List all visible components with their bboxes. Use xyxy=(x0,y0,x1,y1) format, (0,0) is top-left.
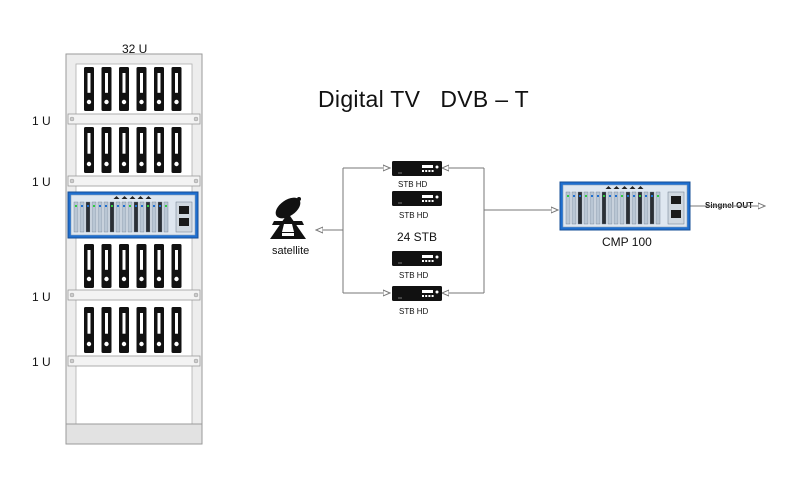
stb-module xyxy=(101,244,112,288)
stb-module xyxy=(84,307,94,353)
stb-module xyxy=(136,244,147,288)
stb-module xyxy=(84,67,94,111)
stb-module xyxy=(171,307,182,353)
stb-module xyxy=(84,127,94,173)
stb-module-row xyxy=(84,67,182,111)
stb-label: STB HD xyxy=(399,211,429,220)
stb-label: STB HD xyxy=(399,307,429,316)
stb-box-icon xyxy=(392,191,442,206)
rack-capacity-label: 32 U xyxy=(122,42,148,56)
stb-module xyxy=(171,67,182,111)
equipment-rack xyxy=(65,53,203,445)
stb-module xyxy=(101,307,112,353)
stb-module xyxy=(84,244,94,288)
stb-label: STB HD xyxy=(398,180,428,189)
stb-module-row xyxy=(84,244,182,288)
stb-group xyxy=(392,161,442,301)
stb-box-icon xyxy=(392,161,442,176)
stb-module xyxy=(119,67,129,111)
stb-module xyxy=(136,307,147,353)
stb-module xyxy=(101,127,112,173)
stb-module xyxy=(136,127,147,173)
satellite-dish-icon xyxy=(270,197,306,239)
rack-cmp-chassis xyxy=(67,191,199,239)
stb-box-icon xyxy=(392,251,442,266)
stb-module-row xyxy=(84,127,182,173)
stb-label: STB HD xyxy=(399,271,429,280)
stb-module xyxy=(154,67,164,111)
stb-module xyxy=(119,244,129,288)
stb-module xyxy=(154,244,164,288)
stb-module xyxy=(154,127,164,173)
rack-u-label: 1 U xyxy=(32,290,51,304)
rack-u-label: 1 U xyxy=(32,355,51,369)
connection-lines xyxy=(316,168,765,293)
rack-u-label: 1 U xyxy=(32,114,51,128)
diagram-title: Digital TV DVB – T xyxy=(318,86,529,112)
stb-module-row xyxy=(84,307,182,353)
rack-u-label: 1 U xyxy=(32,175,51,189)
cmp-100-chassis xyxy=(559,181,691,231)
stb-module xyxy=(119,127,129,173)
stb-count-label: 24 STB xyxy=(397,230,438,244)
stb-module xyxy=(154,307,164,353)
stb-module xyxy=(136,67,147,111)
stb-box-icon xyxy=(392,286,442,301)
stb-module xyxy=(101,67,112,111)
stb-module xyxy=(171,244,182,288)
cmp-label: CMP 100 xyxy=(602,235,652,249)
stb-module xyxy=(171,127,182,173)
stb-module xyxy=(119,307,129,353)
satellite-label: satellite xyxy=(272,245,310,257)
